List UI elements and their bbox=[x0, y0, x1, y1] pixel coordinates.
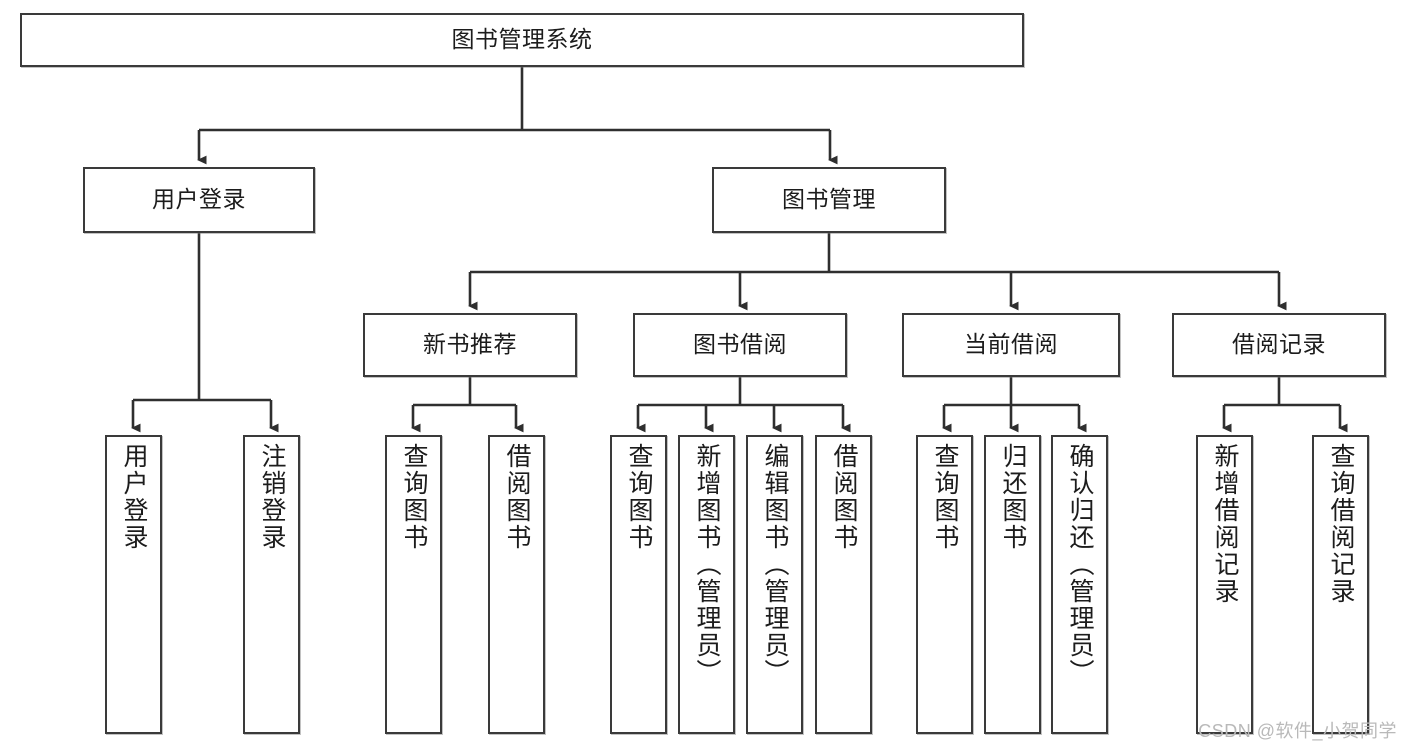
node-label: 查询图书 bbox=[400, 443, 428, 551]
node-book-management[interactable]: 图书管理 bbox=[712, 167, 946, 233]
leaf-user-login[interactable]: 用户登录 bbox=[105, 435, 162, 734]
leaf-current-query-book[interactable]: 查询图书 bbox=[916, 435, 973, 734]
node-label: 借阅图书 bbox=[503, 443, 531, 551]
node-label: 用户登录 bbox=[120, 443, 148, 551]
node-label: 查询图书 bbox=[931, 443, 959, 551]
node-label: 查询图书 bbox=[625, 443, 653, 551]
leaf-borrow-borrow-book[interactable]: 借阅图书 bbox=[815, 435, 872, 734]
leaf-current-confirm-return-admin[interactable]: 确认归还（管理员） bbox=[1051, 435, 1108, 734]
leaf-current-return-book[interactable]: 归还图书 bbox=[984, 435, 1041, 734]
csdn-watermark: CSDN @软件_小贺同学 bbox=[1198, 721, 1397, 741]
node-label: 查询借阅记录 bbox=[1327, 443, 1355, 605]
leaf-borrow-query-book[interactable]: 查询图书 bbox=[610, 435, 667, 734]
leaf-newbook-query-book[interactable]: 查询图书 bbox=[385, 435, 442, 734]
leaf-newbook-borrow-book[interactable]: 借阅图书 bbox=[488, 435, 545, 734]
node-label: 图书管理系统 bbox=[451, 26, 593, 53]
node-user-login[interactable]: 用户登录 bbox=[83, 167, 315, 233]
node-label: 新增图书（管理员） bbox=[693, 443, 721, 686]
node-new-book-recommend[interactable]: 新书推荐 bbox=[363, 313, 577, 377]
node-label: 归还图书 bbox=[999, 443, 1027, 551]
node-label: 图书借阅 bbox=[693, 331, 787, 358]
node-label: 新书推荐 bbox=[423, 331, 517, 358]
node-borrow-record[interactable]: 借阅记录 bbox=[1172, 313, 1386, 377]
node-label: 图书管理 bbox=[782, 186, 876, 213]
node-label: 用户登录 bbox=[152, 186, 246, 213]
node-label: 当前借阅 bbox=[964, 331, 1058, 358]
leaf-record-add-record[interactable]: 新增借阅记录 bbox=[1196, 435, 1253, 734]
node-label: 确认归还（管理员） bbox=[1066, 443, 1094, 686]
node-current-borrow[interactable]: 当前借阅 bbox=[902, 313, 1120, 377]
node-label: 新增借阅记录 bbox=[1211, 443, 1239, 605]
leaf-logout[interactable]: 注销登录 bbox=[243, 435, 300, 734]
leaf-borrow-edit-book-admin[interactable]: 编辑图书（管理员） bbox=[746, 435, 803, 734]
node-book-borrow[interactable]: 图书借阅 bbox=[633, 313, 847, 377]
node-root-system[interactable]: 图书管理系统 bbox=[20, 13, 1024, 67]
node-label: 注销登录 bbox=[258, 443, 286, 551]
leaf-borrow-add-book-admin[interactable]: 新增图书（管理员） bbox=[678, 435, 735, 734]
node-label: 借阅图书 bbox=[830, 443, 858, 551]
leaf-record-query-record[interactable]: 查询借阅记录 bbox=[1312, 435, 1369, 734]
node-label: 编辑图书（管理员） bbox=[761, 443, 789, 686]
node-label: 借阅记录 bbox=[1232, 331, 1326, 358]
